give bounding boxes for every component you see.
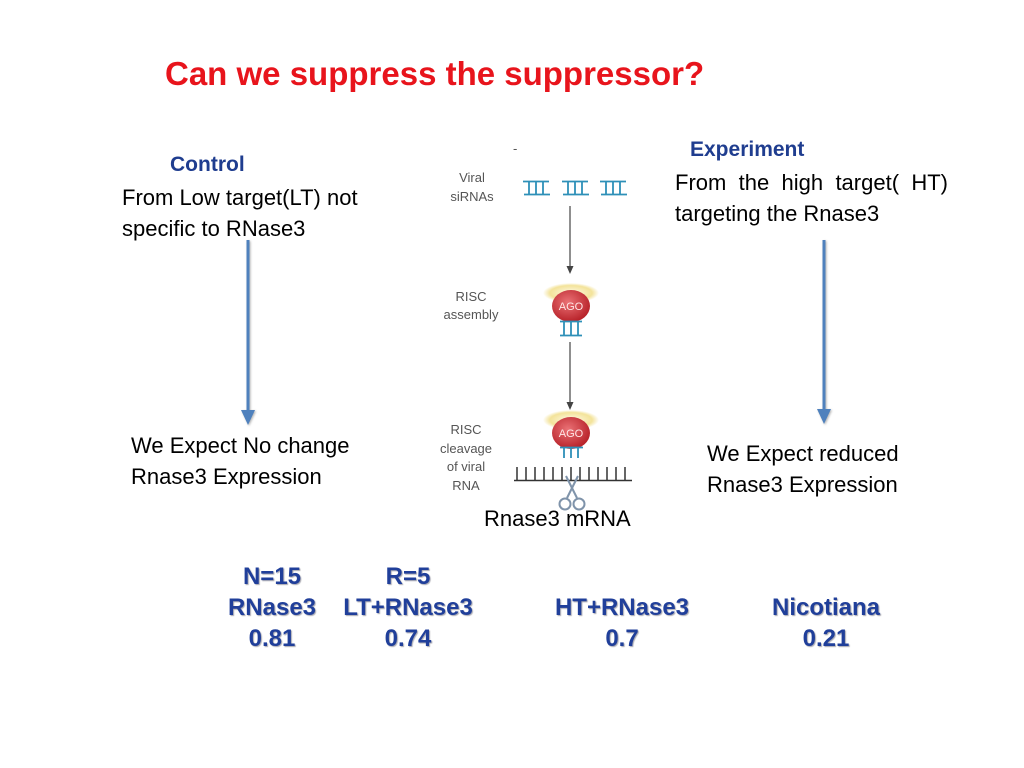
- sirna-duplex-icon: [523, 180, 550, 196]
- control-expectation-line: Rnase3 Expression: [131, 464, 322, 489]
- control-expectation-line: We Expect No change: [131, 433, 350, 458]
- ago-label: AGO: [559, 301, 584, 313]
- results-value: 0.21: [802, 625, 850, 652]
- control-description-line: From Low target(LT) not: [122, 185, 358, 210]
- rna-strand-icon: [514, 467, 632, 482]
- results-column-ht-rnase3: HT+RNase3 0.7: [537, 592, 707, 654]
- results-label: LT+RNase3: [343, 594, 473, 621]
- results-header: R=5: [385, 563, 431, 590]
- sirna-duplex-icon: [600, 180, 627, 196]
- ago-protein-icon: AGO: [543, 283, 599, 322]
- results-header: N=15: [242, 563, 302, 590]
- experiment-arrow-down-icon: [817, 240, 831, 424]
- process-arrow-down-icon: [566, 206, 574, 274]
- step-label-line: RNA: [452, 478, 480, 494]
- control-description: From Low target(LT) not specific to RNas…: [122, 182, 358, 244]
- results-column-nicotiana: Nicotiana 0.21: [741, 592, 911, 654]
- experiment-expectation-line: Rnase3 Expression: [707, 472, 898, 497]
- results-column-lt-rnase3: R=5 LT+RNase3 0.74: [323, 561, 493, 654]
- experiment-expectation-line: We Expect reduced: [707, 441, 899, 466]
- experiment-description: From the high target( HT) targeting the …: [675, 167, 948, 229]
- step-label-line: Viral: [459, 170, 485, 185]
- sirna-duplex-icon: [560, 320, 582, 337]
- step-label-risc-cleavage: RISC cleavage of viral RNA: [434, 421, 498, 496]
- control-arrow-down-icon: [241, 240, 255, 425]
- sirna-duplex-icon: [562, 180, 589, 196]
- results-label: HT+RNase3: [554, 594, 690, 621]
- experiment-expectation: We Expect reduced Rnase3 Expression: [707, 438, 899, 500]
- results-value: 0.7: [605, 625, 639, 652]
- results-label: RNase3: [227, 594, 317, 621]
- process-arrow-down-icon: [566, 342, 574, 410]
- experiment-heading: Experiment: [690, 138, 805, 161]
- control-description-line: specific to RNase3: [122, 216, 306, 241]
- step-label-line: RISC: [455, 289, 487, 304]
- step-label-viral-sirnas: Viral siRNAs: [440, 168, 504, 206]
- step-label-risc-assembly: RISC assembly: [439, 288, 503, 324]
- ago-label: AGO: [559, 428, 584, 440]
- control-expectation: We Expect No change Rnase3 Expression: [131, 430, 350, 492]
- control-heading: Control: [170, 153, 245, 176]
- step-label-line: assembly: [443, 307, 499, 322]
- results-label: Nicotiana: [771, 594, 881, 621]
- results-value: 0.74: [384, 625, 432, 652]
- results-column-rnase3: N=15 RNase3 0.81: [187, 561, 357, 654]
- guide-strand-icon: [560, 446, 583, 458]
- scissors-icon: [558, 475, 586, 511]
- results-value: 0.81: [248, 625, 296, 652]
- ago-protein-icon: AGO: [543, 410, 599, 449]
- step-label-line: of viral: [446, 459, 486, 475]
- experiment-description-line: From the high target( HT): [675, 170, 948, 195]
- slide-title: Can we suppress the suppressor?: [165, 55, 705, 92]
- step-label-line: cleavage: [439, 440, 493, 456]
- diagram-dash: -: [513, 141, 518, 156]
- step-label-line: RISC: [450, 422, 482, 437]
- step-label-line: siRNAs: [450, 189, 494, 204]
- experiment-description-line: targeting the Rnase3: [675, 201, 880, 226]
- target-mrna-label: Rnase3 mRNA: [484, 506, 631, 531]
